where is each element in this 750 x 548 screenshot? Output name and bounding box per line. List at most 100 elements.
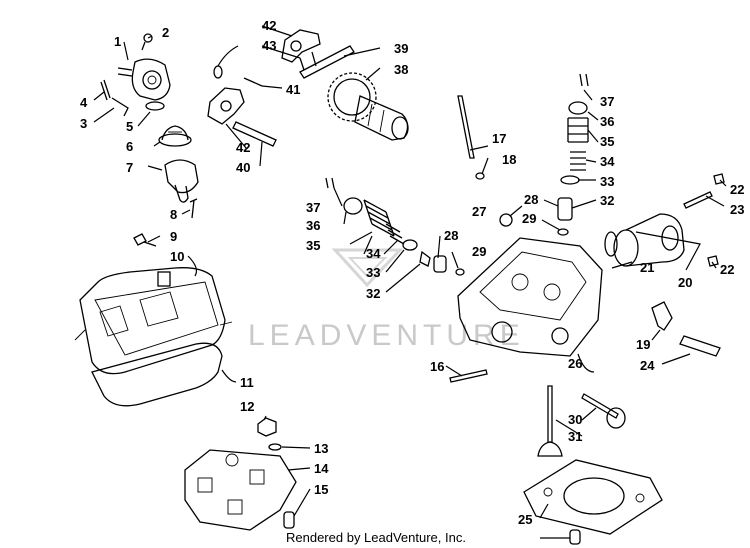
callout-43: 43 <box>262 38 276 53</box>
rocker-bracket-part <box>184 449 297 531</box>
inner-spring-part-left <box>385 223 405 245</box>
callout-21: 21 <box>640 260 654 275</box>
spring-seat-part-left <box>402 239 418 251</box>
callout-37-left: 37 <box>306 200 320 215</box>
spring-retainer-part-right <box>568 101 588 115</box>
pin-part-41 <box>243 77 263 87</box>
strip-part-24 <box>679 335 721 357</box>
spring-retainer-part-left <box>343 197 363 215</box>
thermostat-cap-part <box>164 159 199 203</box>
callout-35-right: 35 <box>600 134 614 149</box>
sensor-part <box>100 79 111 101</box>
washer-part-18 <box>475 172 485 180</box>
callout-7: 7 <box>126 160 133 175</box>
valve-seal-part-left <box>419 250 431 267</box>
clip-part-29-right <box>557 228 569 236</box>
bolt-part-9 <box>133 233 157 247</box>
callout-3: 3 <box>80 116 87 131</box>
callout-5: 5 <box>126 119 133 134</box>
stud-bolt-part-17 <box>457 95 475 159</box>
callout-32-left: 32 <box>366 286 380 301</box>
screw-part-2 <box>141 33 153 51</box>
callout-12: 12 <box>240 399 254 414</box>
cylinder-gasket-part <box>523 459 663 535</box>
callout-36-right: 36 <box>600 114 614 129</box>
callout-11: 11 <box>240 375 254 390</box>
intake-pipe-part <box>613 213 685 267</box>
spring-seat-part-right <box>560 175 580 185</box>
callout-22-upper: 22 <box>730 182 744 197</box>
callout-29-left: 29 <box>472 244 486 259</box>
callout-20: 20 <box>678 275 692 290</box>
nut-part-27 <box>499 213 513 227</box>
nut-part-43 <box>213 65 223 79</box>
callout-35-left: 35 <box>306 238 320 253</box>
valve-part-30 <box>581 393 626 429</box>
callout-25: 25 <box>518 512 532 527</box>
callout-39: 39 <box>394 41 408 56</box>
callout-29-right: 29 <box>522 211 536 226</box>
callout-31: 31 <box>568 429 582 444</box>
footer-credit: Rendered by LeadVenture, Inc. <box>286 530 466 545</box>
callout-18: 18 <box>502 152 516 167</box>
callout-33-left: 33 <box>366 265 380 280</box>
callout-38: 38 <box>394 62 408 77</box>
rocker-shaft-part-40 <box>232 121 277 147</box>
thermostat-part <box>158 125 192 147</box>
callout-37-right: 37 <box>600 94 614 109</box>
valve-part-31 <box>537 385 563 457</box>
rocker-arm-part-lower <box>207 87 245 125</box>
valve-guide-part-left <box>433 255 447 273</box>
camshaft-sprocket-part <box>327 72 409 141</box>
callout-24: 24 <box>640 358 655 373</box>
callout-15-left: 15 <box>314 482 328 497</box>
callout-28-right: 28 <box>524 192 538 207</box>
stud-part-23 <box>683 191 713 209</box>
callout-41: 41 <box>286 82 300 97</box>
callout-40: 40 <box>236 160 250 175</box>
callout-33-right: 33 <box>600 174 614 189</box>
cover-gasket-part <box>91 342 223 407</box>
washer-part-13 <box>268 443 282 451</box>
callout-23: 23 <box>730 202 744 217</box>
nut-part-22-lower <box>707 255 719 267</box>
callout-42-lower: 42 <box>236 140 250 155</box>
callout-14: 14 <box>314 461 329 476</box>
callout-1: 1 <box>114 34 121 49</box>
clip-part <box>111 97 129 117</box>
valve-keeper-part-right <box>579 73 589 87</box>
callout-10: 10 <box>170 249 184 264</box>
rocker-shaft-part-39 <box>299 45 355 79</box>
insulator-gasket-part <box>604 231 618 257</box>
nut-part-22-upper <box>713 173 725 185</box>
thermostat-housing-part <box>117 58 171 101</box>
callout-16: 16 <box>430 359 444 374</box>
callout-32-right: 32 <box>600 193 614 208</box>
dowel-pin-part-bottom <box>569 529 581 545</box>
callout-labels: 1 2 3 4 5 6 7 8 9 10 11 12 13 14 15 16 1… <box>80 18 744 527</box>
callout-36-left: 36 <box>306 218 320 233</box>
watermark-text: LEADVENTURE <box>248 319 525 352</box>
callout-34-right: 34 <box>600 154 615 169</box>
callout-2: 2 <box>162 25 169 40</box>
callout-6: 6 <box>126 139 133 154</box>
o-ring-part-5 <box>145 101 165 111</box>
callout-9: 9 <box>170 229 177 244</box>
callout-42-upper: 42 <box>262 18 276 33</box>
clip-part-29-left <box>455 268 465 276</box>
leader-lines <box>93 25 727 539</box>
callout-30: 30 <box>568 412 582 427</box>
dowel-pin-part <box>283 511 295 529</box>
cylinder-head-cover-part <box>74 267 233 375</box>
callout-8: 8 <box>170 207 177 222</box>
callout-4: 4 <box>80 95 88 110</box>
callout-17: 17 <box>492 131 506 146</box>
callout-22-lower: 22 <box>720 262 734 277</box>
nut-part-12 <box>257 417 277 437</box>
valve-guide-part-right <box>557 197 573 221</box>
stud-bolt-part-16 <box>449 369 488 383</box>
cylinder-head-part <box>457 237 603 357</box>
bolt-part-8 <box>189 198 198 219</box>
